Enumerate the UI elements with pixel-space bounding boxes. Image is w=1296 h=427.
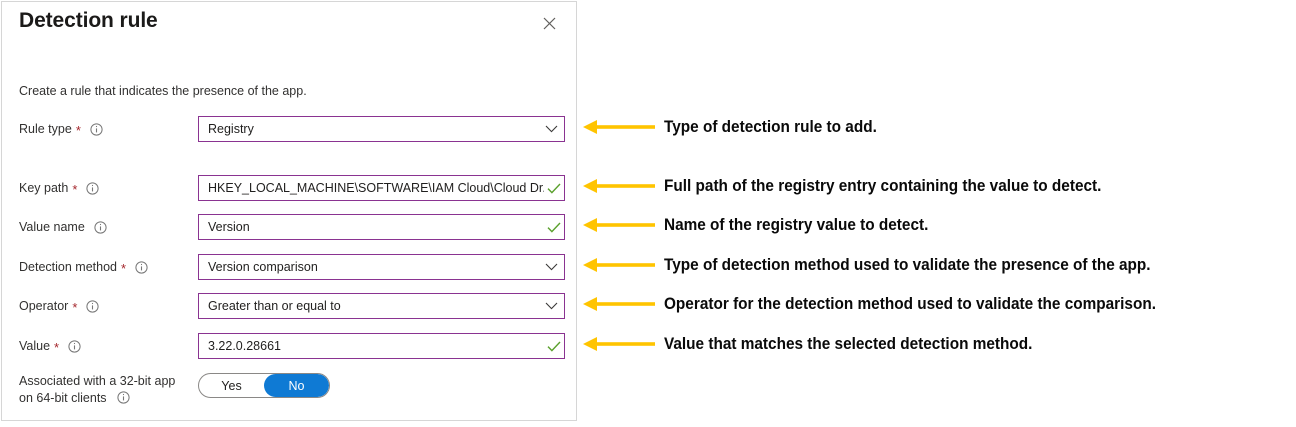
32bit-association-toggle[interactable]: Yes No — [198, 373, 330, 398]
arrow-left-icon — [583, 177, 655, 195]
annotation-detection-method: Type of detection method used to validat… — [583, 252, 1187, 278]
operator-value: Greater than or equal to — [208, 299, 341, 313]
detection-rule-panel: Detection rule Create a rule that indica… — [1, 1, 577, 421]
required-asterisk: * — [72, 299, 78, 315]
required-asterisk: * — [72, 181, 78, 197]
arrow-left-icon — [583, 295, 655, 313]
chevron-down-icon[interactable] — [538, 263, 564, 271]
annotation-text: Value that matches the selected detectio… — [664, 334, 1033, 353]
checkmark-icon — [544, 183, 564, 194]
panel-description: Create a rule that indicates the presenc… — [19, 84, 307, 98]
info-icon[interactable] — [90, 122, 103, 136]
detection-method-select[interactable]: Version comparison — [198, 254, 565, 280]
annotation-key-path: Full path of the registry entry containi… — [583, 173, 1134, 199]
annotation-text: Name of the registry value to detect. — [664, 215, 929, 234]
field-label-operator: Operator * — [19, 293, 100, 319]
label-text: Value — [19, 339, 51, 353]
annotation-value-name: Name of the registry value to detect. — [583, 212, 948, 238]
required-asterisk: * — [120, 260, 127, 276]
chevron-down-icon[interactable] — [538, 302, 564, 310]
panel-header: Detection rule — [2, 2, 576, 48]
rule-type-value: Registry — [208, 122, 254, 136]
rule-type-select[interactable]: Registry — [198, 116, 565, 142]
value-input[interactable]: 3.22.0.28661 — [198, 333, 565, 359]
field-label-detection-method: Detection method * — [19, 254, 148, 280]
info-icon[interactable] — [94, 220, 107, 234]
form-row-key-path: Key path * HKEY_LOCAL_MACHINE\SOFTWARE\I… — [2, 175, 576, 201]
form-row-operator: Operator * Greater than or equal to — [2, 293, 576, 319]
required-asterisk: * — [54, 339, 60, 355]
toggle-option-no[interactable]: No — [264, 374, 329, 397]
annotation-text: Type of detection method used to validat… — [664, 255, 1151, 274]
key-path-input[interactable]: HKEY_LOCAL_MACHINE\SOFTWARE\IAM Cloud\Cl… — [198, 175, 565, 201]
chevron-down-icon[interactable] — [538, 125, 564, 133]
checkmark-icon — [544, 222, 564, 233]
toggle-label: Associated with a 32-bit app on 64-bit c… — [19, 373, 199, 407]
form-row-detection-method: Detection method * Version comparison — [2, 254, 576, 280]
arrow-left-icon — [583, 118, 655, 136]
form-row-value: Value * 3.22.0.28661 — [2, 333, 576, 359]
toggle-option-yes[interactable]: Yes — [221, 378, 242, 393]
field-label-rule-type: Rule type * — [19, 116, 103, 142]
checkmark-icon — [544, 341, 564, 352]
annotation-operator: Operator for the detection method used t… — [583, 291, 1193, 317]
arrow-left-icon — [583, 335, 655, 353]
annotation-text: Type of detection rule to add. — [664, 117, 877, 136]
field-label-value-name: Value name — [19, 214, 107, 240]
label-text: Rule type — [19, 122, 72, 136]
arrow-left-icon — [583, 216, 655, 234]
label-text: Detection method — [19, 260, 117, 274]
label-text: Value name — [19, 220, 85, 234]
value-name-input[interactable]: Version — [198, 214, 565, 240]
annotation-text: Full path of the registry entry containi… — [664, 176, 1102, 195]
form-row-value-name: Value name Version — [2, 214, 576, 240]
annotation-text: Operator for the detection method used t… — [664, 294, 1156, 313]
required-asterisk: * — [75, 122, 81, 138]
page-title: Detection rule — [19, 9, 158, 32]
form-row-32bit-association: Associated with a 32-bit app on 64-bit c… — [2, 373, 576, 417]
close-icon[interactable] — [538, 12, 560, 34]
info-icon[interactable] — [68, 339, 81, 353]
toggle-label-line2: on 64-bit clients — [19, 391, 107, 405]
info-icon[interactable] — [117, 391, 130, 404]
value-name-value: Version — [208, 220, 250, 234]
field-label-key-path: Key path * — [19, 175, 100, 201]
key-path-value: HKEY_LOCAL_MACHINE\SOFTWARE\IAM Cloud\Cl… — [208, 181, 544, 195]
label-text: Operator — [19, 299, 69, 313]
arrow-left-icon — [583, 256, 655, 274]
info-icon[interactable] — [86, 299, 100, 313]
operator-select[interactable]: Greater than or equal to — [198, 293, 565, 319]
annotation-value: Value that matches the selected detectio… — [583, 331, 1060, 357]
info-icon[interactable] — [86, 181, 100, 195]
label-text: Key path — [19, 181, 69, 195]
value-value: 3.22.0.28661 — [208, 339, 281, 353]
annotation-rule-type: Type of detection rule to add. — [583, 114, 893, 140]
info-icon[interactable] — [135, 260, 148, 274]
detection-method-value: Version comparison — [208, 260, 318, 274]
toggle-label-line1: Associated with a 32-bit app — [19, 374, 176, 388]
field-label-value: Value * — [19, 333, 81, 359]
form-row-rule-type: Rule type * Registry — [2, 116, 576, 142]
